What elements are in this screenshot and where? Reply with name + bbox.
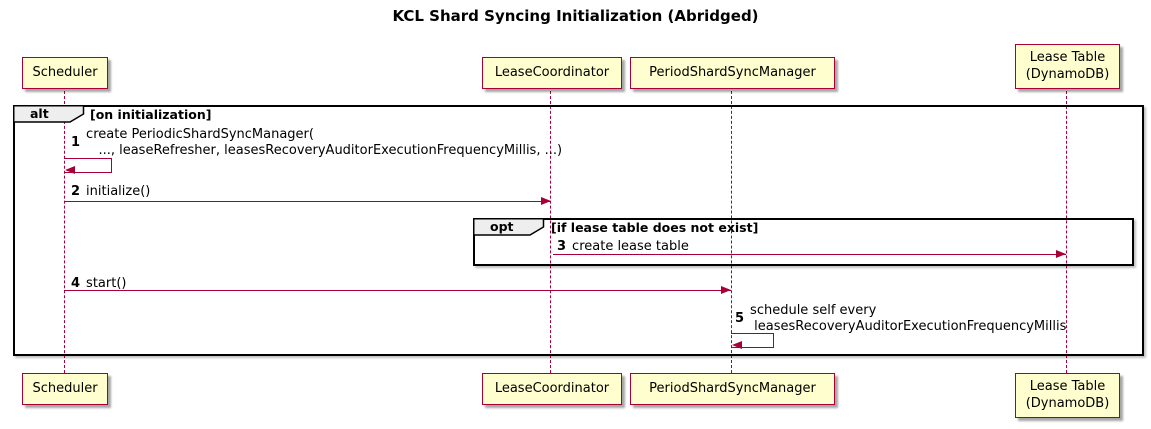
opt-keyword: opt	[490, 219, 514, 234]
message-4-label: 4 start()	[71, 276, 126, 292]
alt-keyword: alt	[30, 106, 49, 121]
participant-scheduler-top: Scheduler	[22, 57, 108, 89]
alt-condition: [on initialization]	[90, 107, 212, 122]
message-2-arrowhead-icon	[541, 197, 551, 205]
lifeline-periodshardsyncmanager	[731, 86, 732, 373]
message-4-text: start()	[86, 276, 127, 291]
participant-leasecoordinator-bottom: LeaseCoordinator	[482, 373, 622, 405]
lifeline-leasetable	[1066, 86, 1067, 373]
message-1-self-arrow	[64, 158, 112, 173]
message-2-text: initialize()	[86, 184, 151, 199]
message-5-arrowhead-icon	[732, 341, 742, 349]
opt-frame-tab-shape	[473, 218, 545, 236]
alt-frame-tab: alt	[13, 105, 85, 127]
opt-frame	[473, 218, 1134, 266]
message-5-self-arrow	[731, 333, 774, 348]
message-5-label: 5 schedule self every leasesRecoveryAudi…	[735, 303, 1066, 334]
message-2-number: 2	[71, 184, 81, 200]
participant-leasetable-top: Lease Table (DynamoDB)	[1015, 44, 1120, 89]
lifeline-leasecoordinator	[550, 86, 551, 373]
alt-frame	[13, 105, 1144, 356]
message-2-arrow	[64, 201, 551, 202]
message-1-label: 1 create PeriodicShardSyncManager( ..., …	[71, 127, 562, 158]
message-4-arrowhead-icon	[721, 286, 731, 294]
message-3-arrowhead-icon	[1056, 250, 1066, 258]
participant-leasecoordinator-top: LeaseCoordinator	[482, 57, 622, 89]
message-1-arrowhead-icon	[65, 166, 75, 174]
message-4-number: 4	[71, 276, 81, 292]
opt-frame-tab: opt	[473, 218, 545, 240]
opt-condition: [if lease table does not exist]	[551, 220, 759, 235]
message-5-text: schedule self every leasesRecoveryAudito…	[750, 303, 1067, 334]
lifeline-scheduler	[64, 86, 65, 373]
message-3-number: 3	[557, 239, 567, 255]
message-5-number: 5	[735, 311, 745, 327]
alt-frame-tab-shape	[13, 105, 85, 123]
message-4-arrow	[64, 290, 731, 291]
participant-periodshardsyncmanager-bottom: PeriodShardSyncManager	[630, 373, 835, 405]
participant-periodshardsyncmanager-top: PeriodShardSyncManager	[630, 57, 835, 89]
diagram-title: KCL Shard Syncing Initialization (Abridg…	[392, 7, 759, 25]
participant-scheduler-bottom: Scheduler	[22, 373, 108, 405]
message-2-label: 2 initialize()	[71, 184, 150, 200]
message-3-arrow	[553, 254, 1066, 255]
participant-leasetable-bottom: Lease Table (DynamoDB)	[1015, 373, 1120, 418]
message-3-text: create lease table	[572, 239, 689, 254]
message-1-text: create PeriodicShardSyncManager( ..., le…	[86, 127, 563, 158]
message-1-number: 1	[71, 135, 81, 151]
message-3-label: 3 create lease table	[557, 239, 689, 255]
